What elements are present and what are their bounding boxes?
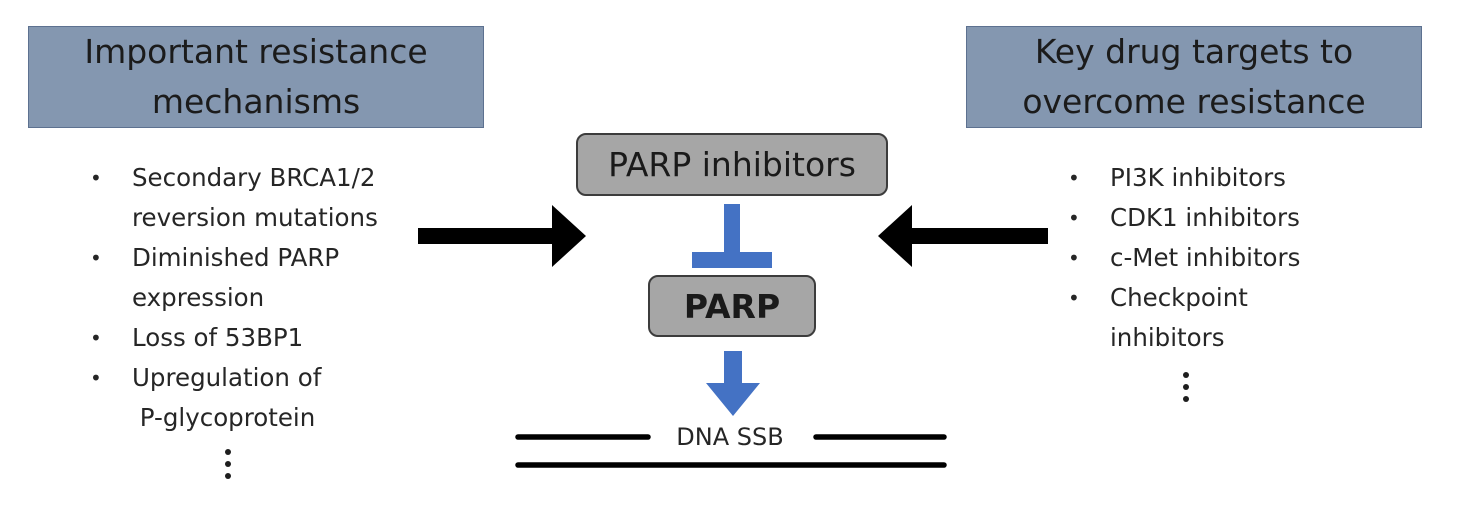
resistance-header-line1: Important resistance: [84, 32, 428, 71]
list-item-line: CDK1 inhibitors: [1110, 203, 1300, 232]
parp-label: PARP: [683, 286, 781, 326]
list-item-line: expression: [132, 283, 265, 312]
bullet-icon: •: [1068, 246, 1080, 270]
list-item-line: Loss of 53BP1: [132, 323, 304, 352]
resistance-mechanisms-list: • Secondary BRCA1/2 reversion mutations …: [90, 158, 430, 438]
list-item: • c-Met inhibitors: [1068, 238, 1368, 278]
list-item: • PI3K inhibitors: [1068, 158, 1368, 198]
bullet-icon: •: [90, 326, 102, 350]
list-item: • Secondary BRCA1/2 reversion mutations: [90, 158, 430, 238]
parp-inhibitors-label: PARP inhibitors: [608, 145, 856, 184]
list-item: • Upregulation of P-glycoprotein: [90, 358, 430, 438]
inhibition-bar: [692, 252, 772, 268]
more-items-ellipsis-icon: [1183, 372, 1191, 408]
bullet-icon: •: [1068, 206, 1080, 230]
resistance-mechanisms-header: Important resistance mechanisms: [28, 26, 484, 128]
list-item-line: Checkpoint: [1110, 283, 1248, 312]
resistance-header-line2: mechanisms: [151, 82, 361, 121]
list-item: • Checkpoint inhibitors: [1068, 278, 1368, 358]
list-item-line: PI3K inhibitors: [1110, 163, 1286, 192]
parp-inhibitors-box: PARP inhibitors: [576, 133, 888, 196]
list-item: • Diminished PARP expression: [90, 238, 430, 318]
list-item-line: P-glycoprotein: [132, 403, 316, 432]
bullet-icon: •: [1068, 166, 1080, 190]
list-item-line: reversion mutations: [132, 203, 378, 232]
left-arrow-icon: [878, 205, 1048, 267]
list-item: • Loss of 53BP1: [90, 318, 430, 358]
list-item-line: inhibitors: [1110, 323, 1225, 352]
drug-targets-header: Key drug targets to overcome resistance: [966, 26, 1422, 128]
more-items-ellipsis-icon: [225, 449, 233, 485]
list-item-line: Upregulation of: [132, 363, 322, 392]
list-item-line: Secondary BRCA1/2: [132, 163, 376, 192]
list-item-line: c-Met inhibitors: [1110, 243, 1301, 272]
bullet-icon: •: [90, 166, 102, 190]
bullet-icon: •: [90, 246, 102, 270]
inhibition-stem: [724, 204, 740, 254]
drug-targets-header-line2: overcome resistance: [1022, 82, 1366, 121]
bullet-icon: •: [1068, 286, 1080, 310]
parp-box: PARP: [648, 275, 816, 337]
list-item: • CDK1 inhibitors: [1068, 198, 1368, 238]
drug-targets-header-line1: Key drug targets to: [1034, 32, 1354, 71]
down-arrow-icon: [706, 351, 760, 416]
bullet-icon: •: [90, 366, 102, 390]
drug-targets-list: • PI3K inhibitors • CDK1 inhibitors • c-…: [1068, 158, 1368, 358]
dna-ssb-label: DNA SSB: [676, 423, 783, 451]
right-arrow-icon: [418, 205, 586, 267]
list-item-line: Diminished PARP: [132, 243, 340, 272]
